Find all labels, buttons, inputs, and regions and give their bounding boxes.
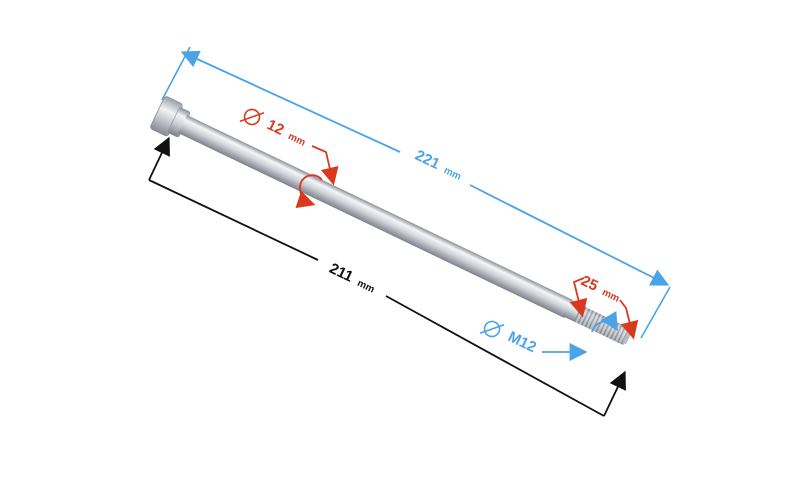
shaft-diameter-unit: mm [286, 131, 307, 149]
thread-size-value: M12 [505, 328, 539, 356]
shaft-diameter-value: 12 [264, 116, 286, 139]
shaft-length-dimension: 211 mm [148, 136, 626, 417]
axle-shaft [178, 115, 573, 319]
axle-head [150, 96, 191, 138]
shaft-diameter-callout: 12 mm [239, 108, 339, 208]
diameter-symbol-icon [239, 108, 265, 126]
overall-length-value: 221 [412, 147, 442, 173]
svg-text:221 mm: 221 mm [412, 147, 465, 184]
svg-text:25 mm: 25 mm [578, 272, 623, 305]
shaft-length-value: 211 [327, 260, 356, 286]
thread-length-callout: 25 mm [569, 272, 639, 340]
thread-length-unit: mm [600, 287, 621, 305]
thread-length-value: 25 [578, 272, 600, 295]
svg-text:211 mm: 211 mm [327, 260, 379, 297]
axle-thread [573, 305, 633, 346]
axle [150, 96, 633, 346]
shaft-length-unit: mm [355, 278, 376, 296]
overall-length-unit: mm [442, 165, 463, 183]
svg-text:12 mm: 12 mm [264, 116, 309, 149]
diameter-symbol-icon [479, 320, 505, 338]
